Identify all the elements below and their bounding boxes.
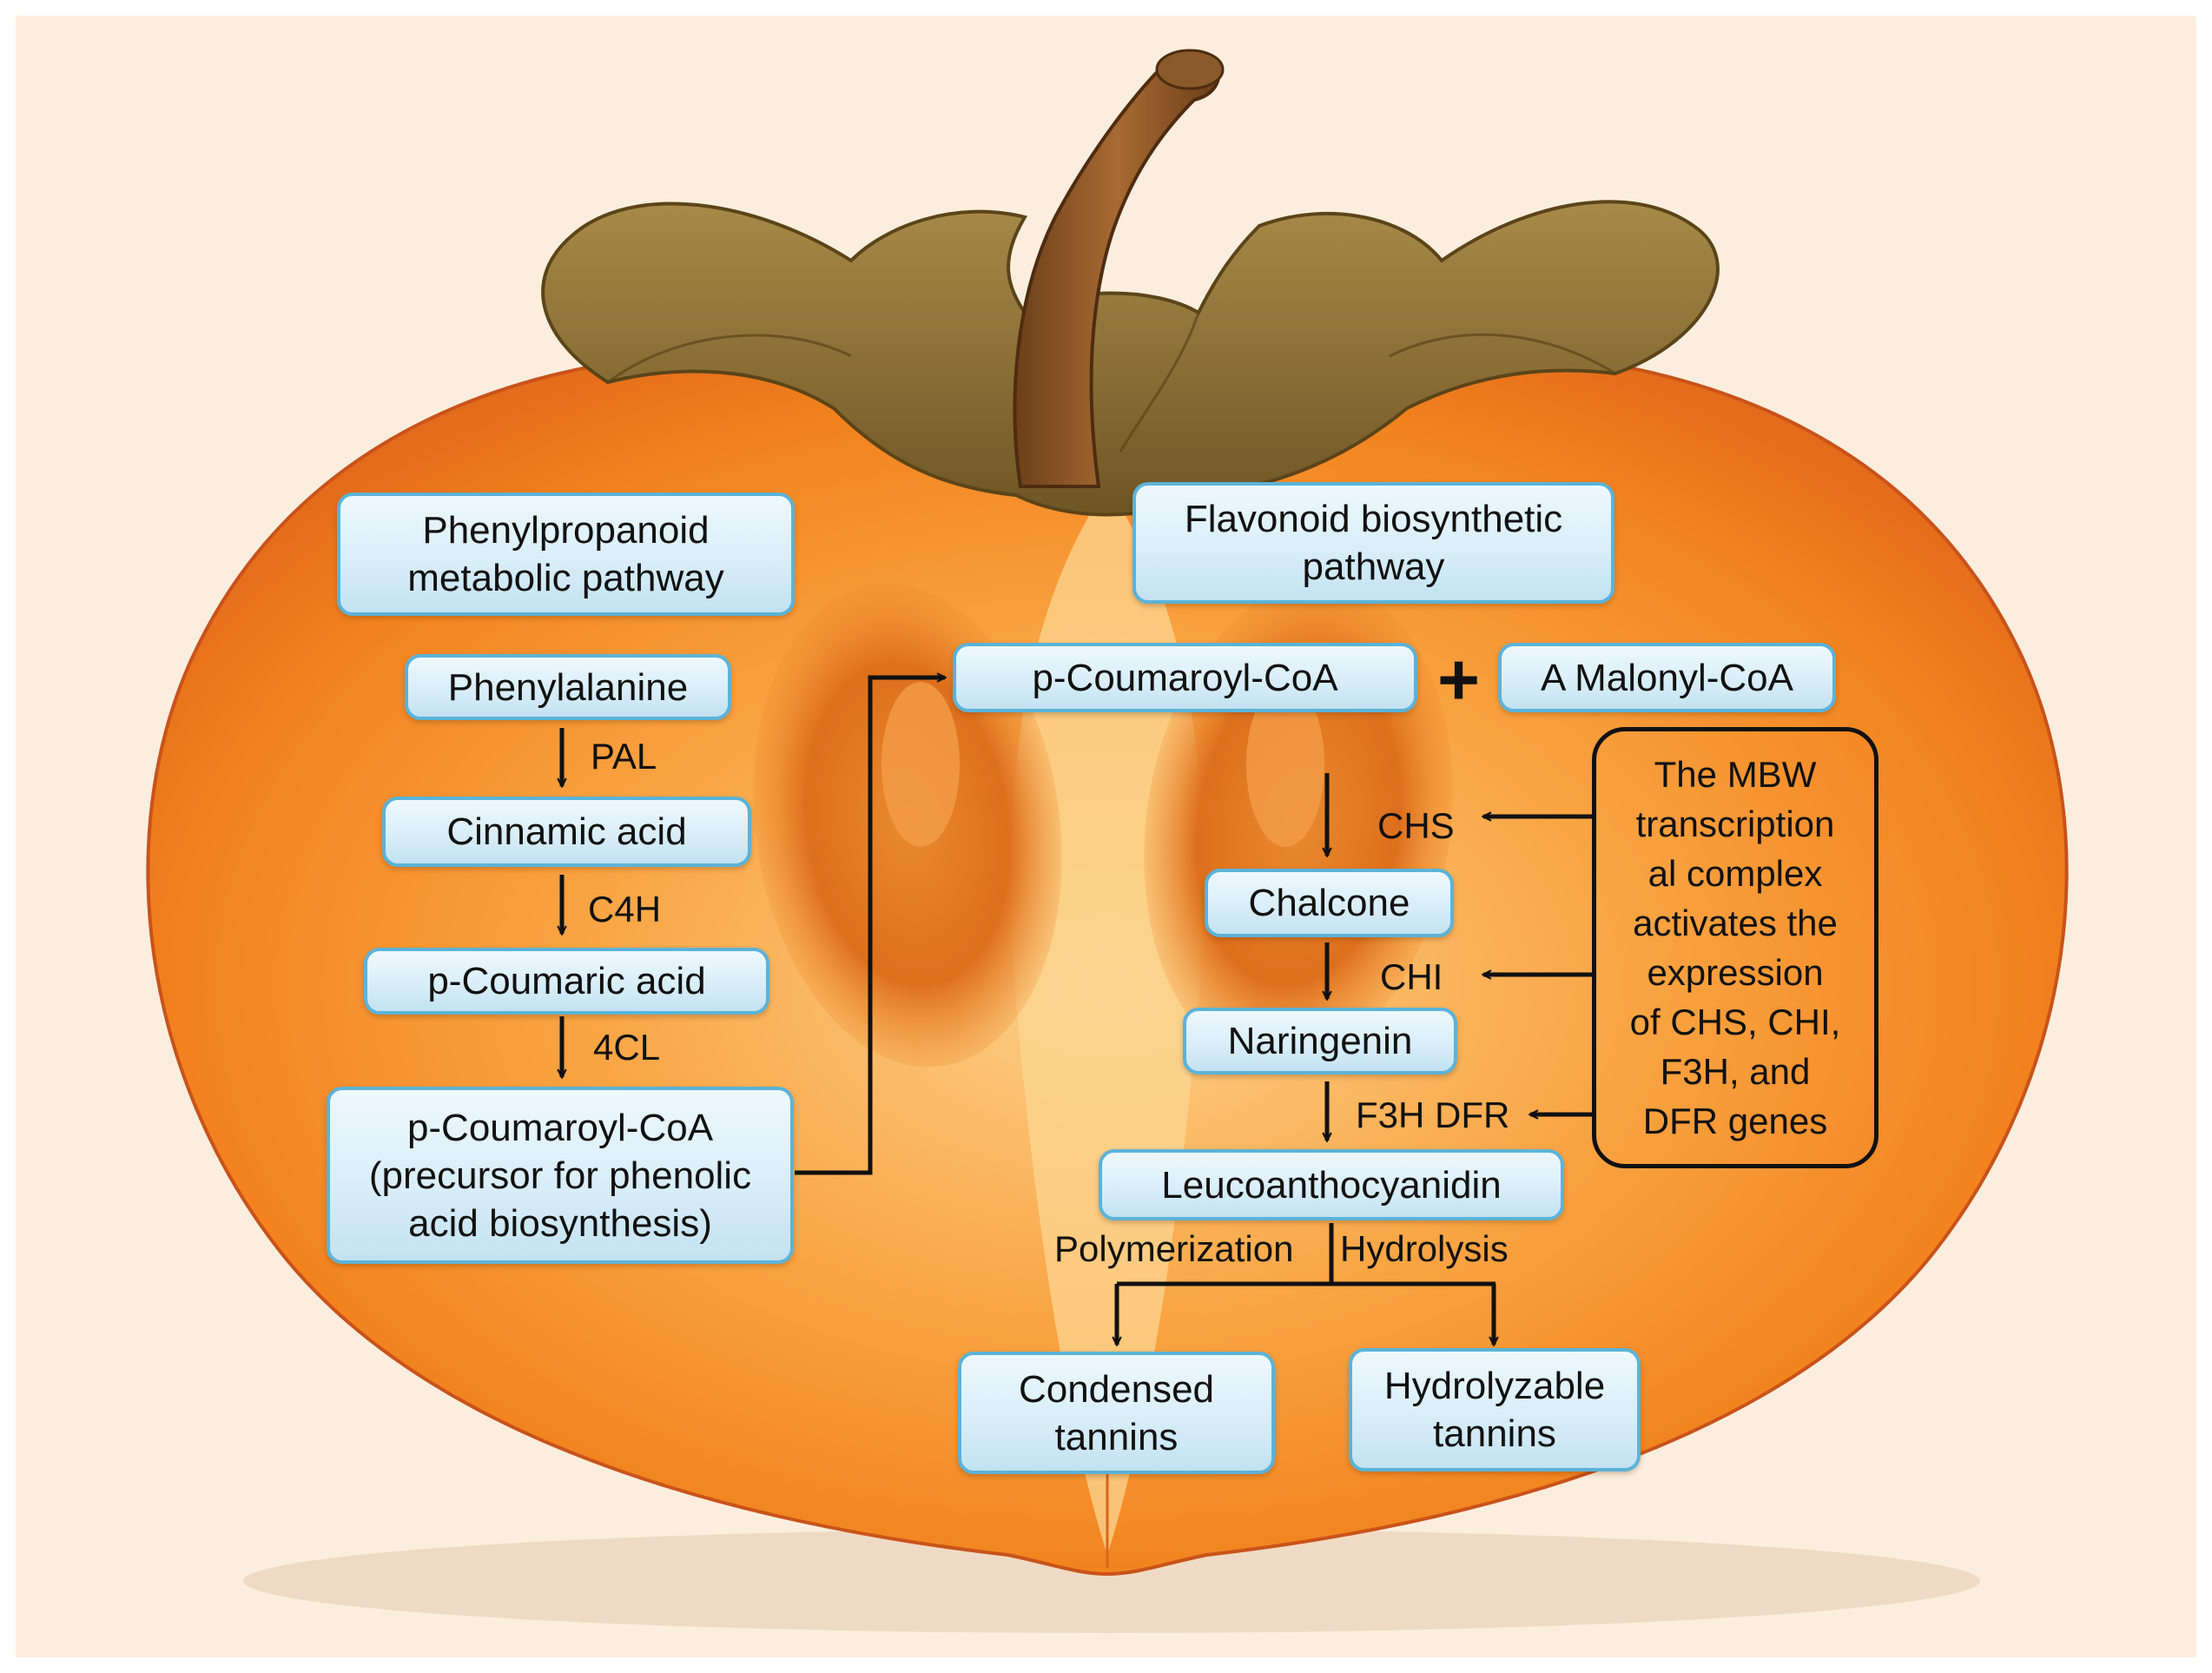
- plus-sign: +: [1437, 638, 1481, 720]
- leucoanthocyanidin-box: Leucoanthocyanidin: [1099, 1149, 1564, 1220]
- chalcone-box: Chalcone: [1205, 869, 1454, 937]
- cinnamic-acid-box: Cinnamic acid: [382, 797, 751, 867]
- flavonoid-title: Flavonoid biosynthetic pathway: [1184, 498, 1563, 588]
- enzyme-chs: CHS: [1377, 805, 1455, 846]
- malonyl-coa-label: A Malonyl-CoA: [1540, 656, 1793, 699]
- cinnamic-acid-label: Cinnamic acid: [446, 810, 687, 853]
- enzyme-c4h: C4H: [588, 889, 662, 929]
- hydrolyzable-tannins-box: Hydrolyzable tannins: [1349, 1348, 1641, 1471]
- p-coumaroyl-coa-box: p-Coumaroyl-CoA: [953, 643, 1417, 712]
- enzyme-f3h-dfr: F3H DFR: [1356, 1094, 1510, 1135]
- phenylpropanoid-title: Phenylpropanoid metabolic pathway: [407, 509, 724, 599]
- process-polymerization: Polymerization: [1054, 1228, 1294, 1269]
- process-hydrolysis: Hydrolysis: [1340, 1228, 1509, 1269]
- malonyl-coa-box: A Malonyl-CoA: [1498, 643, 1836, 712]
- p-coumaroyl-coa-precursor-label: p-Coumaroyl-CoA (precursor for phenolic …: [368, 1106, 752, 1245]
- condensed-tannins-box: Condensed tannins: [958, 1352, 1275, 1474]
- p-coumaric-acid-box: p-Coumaric acid: [364, 948, 769, 1015]
- fruit-core: [1011, 486, 1204, 1555]
- enzyme-4cl: 4CL: [593, 1027, 661, 1068]
- fruit-shadow: [243, 1529, 1980, 1633]
- mbw-complex-text: The MBW transcription al complex activat…: [1629, 753, 1841, 1142]
- p-coumaric-acid-label: p-Coumaric acid: [427, 960, 706, 1002]
- flavonoid-title-box: Flavonoid biosynthetic pathway: [1132, 482, 1614, 604]
- naringenin-box: Naringenin: [1183, 1008, 1457, 1075]
- p-coumaroyl-coa-precursor-box: p-Coumaroyl-CoA (precursor for phenolic …: [327, 1087, 794, 1264]
- chalcone-label: Chalcone: [1248, 882, 1410, 924]
- mbw-complex-note: The MBW transcription al complex activat…: [1592, 727, 1879, 1168]
- enzyme-chi: CHI: [1380, 956, 1443, 997]
- pathway-arrows: [562, 678, 1592, 1345]
- phenylpropanoid-title-box: Phenylpropanoid metabolic pathway: [337, 493, 795, 616]
- leucoanthocyanidin-label: Leucoanthocyanidin: [1161, 1163, 1502, 1207]
- phenylalanine-box: Phenylalanine: [405, 654, 731, 720]
- calyx-leaves: [541, 200, 1720, 517]
- phenylalanine-label: Phenylalanine: [447, 665, 689, 709]
- enzyme-pal: PAL: [591, 736, 657, 777]
- hydrolyzable-tannins-label: Hydrolyzable tannins: [1383, 1365, 1606, 1455]
- p-coumaroyl-coa-label: p-Coumaroyl-CoA: [1032, 656, 1338, 699]
- condensed-tannins-label: Condensed tannins: [1018, 1367, 1215, 1458]
- naringenin-label: Naringenin: [1227, 1020, 1413, 1062]
